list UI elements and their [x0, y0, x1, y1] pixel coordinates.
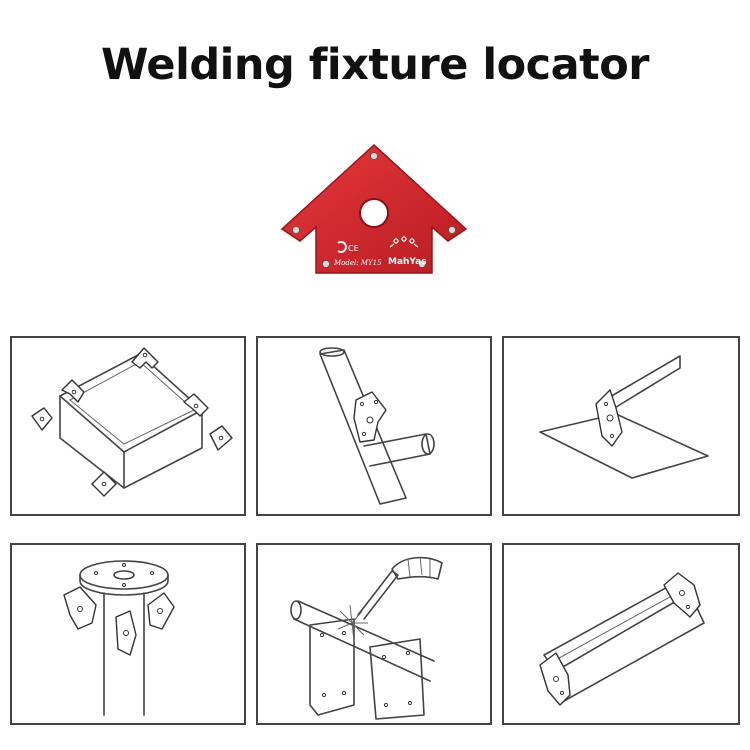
rivet [448, 226, 456, 234]
ce-mark: CE [348, 244, 359, 253]
brand-logo [389, 236, 419, 248]
panel-welding-torch [256, 543, 492, 725]
rivet [292, 226, 300, 234]
panel-pipe-tee [256, 336, 492, 516]
rivet [322, 260, 330, 268]
panel-box-frame [10, 336, 246, 516]
panel-sheet-angle [502, 336, 740, 516]
rivet [370, 152, 378, 160]
product-magnet-holder: CE Model: MY15 MahYas [276, 143, 472, 275]
page-title: Welding fixture locator [101, 40, 649, 90]
magnet-icon [337, 241, 347, 253]
model-label: Model: MY15 [333, 259, 382, 267]
panel-angle-channel [502, 543, 740, 725]
spark-icon [337, 604, 368, 642]
rivet [418, 260, 426, 268]
panel-flange-pipe [10, 543, 246, 725]
brand-name: MahYas [388, 257, 427, 267]
center-hole [359, 198, 389, 228]
